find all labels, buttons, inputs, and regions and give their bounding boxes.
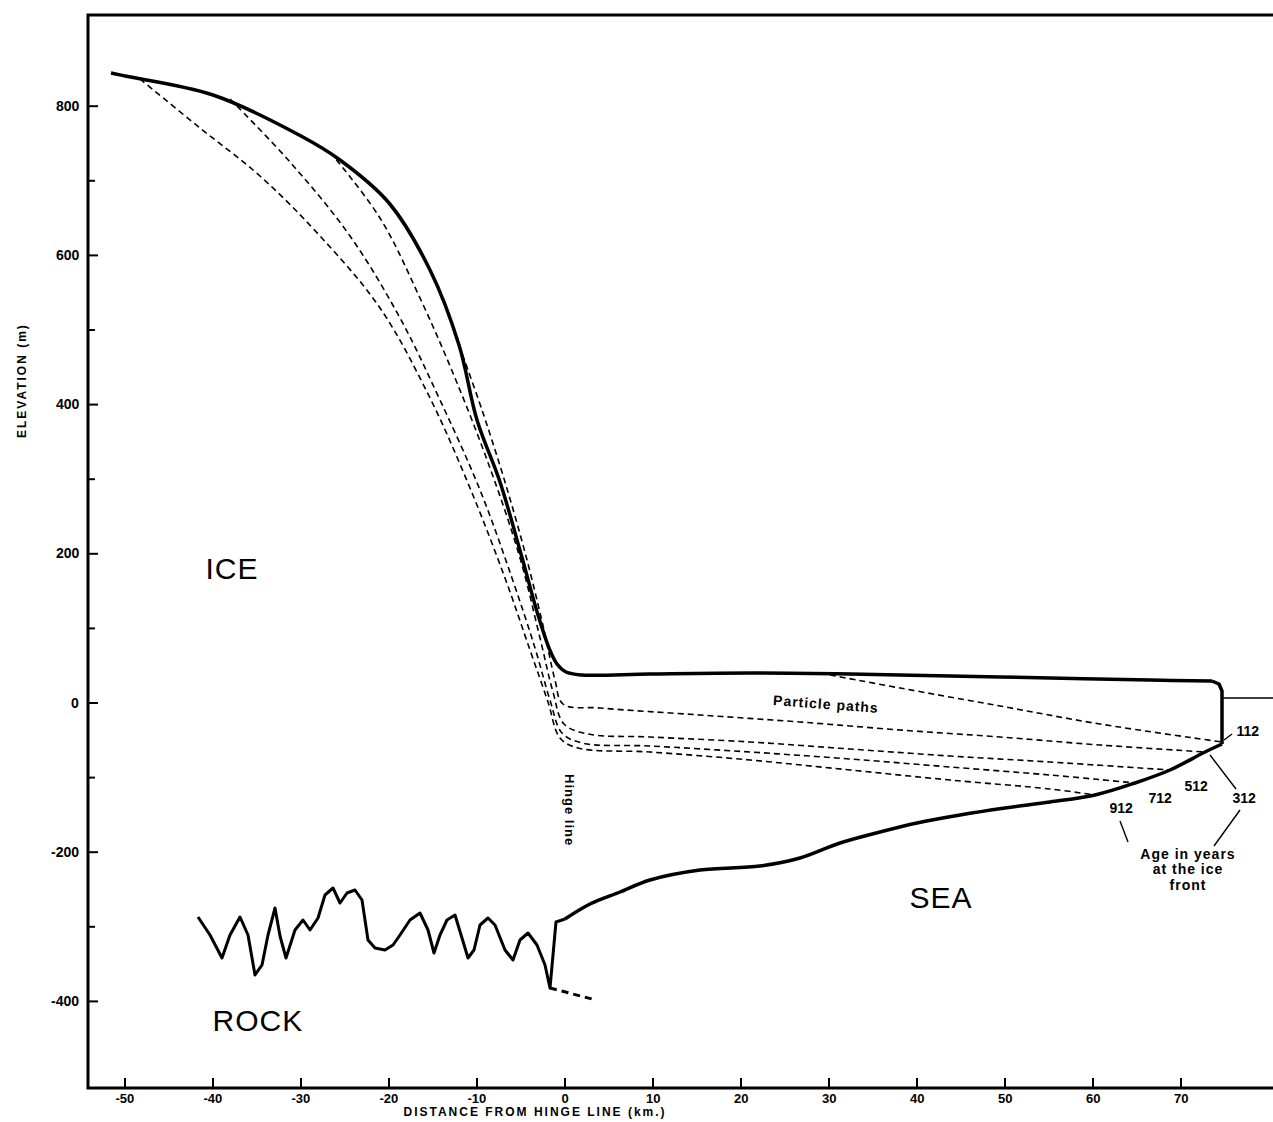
y-tick — [88, 926, 95, 928]
leader-line — [1224, 734, 1232, 740]
tick-label: 10 — [645, 1092, 661, 1106]
axis-ticks — [88, 106, 1181, 1088]
leader-line — [1214, 810, 1240, 846]
x-tick — [1092, 1078, 1094, 1088]
tick-label: 50 — [997, 1092, 1013, 1106]
y-tick — [88, 254, 98, 256]
note: Age in years at the ice front — [1139, 847, 1237, 893]
tick-label: -200 — [50, 845, 80, 860]
tick-label: 800 — [55, 99, 80, 114]
leader-line — [1210, 755, 1236, 789]
x-tick — [564, 1078, 566, 1088]
particle-path — [330, 152, 1170, 770]
y-tick — [88, 404, 98, 406]
tick-label: 70 — [1173, 1092, 1189, 1106]
tick-label: -30 — [291, 1092, 312, 1106]
callout-number: 112 — [1236, 724, 1261, 739]
hinge-label: Hinge line — [562, 773, 576, 847]
illustration — [111, 73, 1273, 999]
particle-path — [230, 99, 1135, 783]
y-tick — [88, 1000, 98, 1002]
tick-label: 400 — [55, 397, 80, 412]
tick-label: 0 — [70, 696, 80, 711]
particle-path — [459, 345, 1205, 752]
y-tick — [88, 180, 95, 182]
y-tick — [88, 851, 98, 853]
x-tick — [1004, 1078, 1006, 1088]
x-tick — [476, 1078, 478, 1088]
ice-front — [1212, 681, 1222, 744]
x-tick — [212, 1078, 214, 1088]
tick-label: 40 — [909, 1092, 925, 1106]
path-label: Particle paths — [772, 693, 881, 716]
ice-base — [565, 744, 1222, 919]
y-tick — [88, 627, 95, 629]
y-tick — [88, 329, 95, 331]
y-tick — [88, 702, 98, 704]
bedrock-extension — [550, 988, 592, 999]
tick-label: -10 — [467, 1092, 488, 1106]
ice-surface — [111, 73, 1212, 681]
bedrock — [198, 888, 565, 988]
x-tick — [388, 1078, 390, 1088]
x-tick — [828, 1078, 830, 1088]
tick-label: -40 — [203, 1092, 224, 1106]
particle-path — [830, 675, 1222, 742]
sea-level — [1222, 697, 1273, 699]
particle-path — [140, 79, 1095, 795]
region-label: ICE — [205, 552, 260, 585]
frame — [88, 15, 1273, 1088]
x-tick — [652, 1078, 654, 1088]
y-tick — [88, 777, 95, 779]
x-tick — [300, 1078, 302, 1088]
x-tick — [916, 1078, 918, 1088]
callout-number: 512 — [1184, 779, 1209, 794]
tick-label: 60 — [1085, 1092, 1101, 1106]
tick-label: 200 — [55, 546, 80, 561]
callout-number: 712 — [1148, 791, 1173, 806]
region-label: ROCK — [212, 1004, 305, 1037]
callout-number: 312 — [1232, 791, 1257, 806]
tick-label: -50 — [115, 1092, 136, 1106]
y-tick — [88, 553, 98, 555]
leader-line — [1120, 821, 1128, 842]
axis-title: DISTANCE FROM HINGE LINE (km.) — [403, 1106, 668, 1119]
x-tick — [124, 1078, 126, 1088]
callout-number: 912 — [1109, 801, 1134, 816]
plot-frame — [88, 15, 1273, 1088]
region-label: SEA — [909, 881, 974, 914]
tick-label: -400 — [50, 994, 80, 1009]
tick-label: -20 — [379, 1092, 400, 1106]
axis-title: ELEVATION (m) — [15, 322, 28, 439]
tick-label: 20 — [733, 1092, 749, 1106]
x-tick — [740, 1078, 742, 1088]
y-tick — [88, 105, 98, 107]
tick-label: 30 — [821, 1092, 837, 1106]
y-tick — [88, 478, 95, 480]
tick-label: 600 — [55, 248, 80, 263]
x-tick — [1180, 1078, 1182, 1088]
tick-label: 0 — [561, 1092, 570, 1106]
